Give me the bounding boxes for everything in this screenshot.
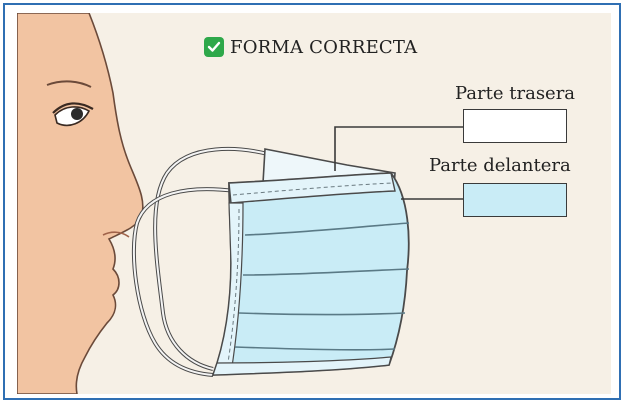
eye-iris — [71, 108, 83, 120]
illustration-panel: FORMA CORRECTA Parte trasera Parte delan… — [17, 13, 611, 394]
figure-frame: FORMA CORRECTA Parte trasera Parte delan… — [3, 3, 621, 400]
label-parte-delantera: Parte delantera — [429, 155, 571, 176]
mask-pleat — [238, 312, 406, 316]
diagram-title: FORMA CORRECTA — [230, 36, 418, 58]
eyelid — [52, 102, 94, 114]
swatch-parte-trasera — [463, 109, 567, 143]
ear-loop-front — [131, 187, 236, 377]
label-parte-trasera: Parte trasera — [455, 83, 576, 104]
mask-bottom-band — [212, 356, 392, 376]
mask-illustration — [17, 13, 463, 394]
checkmark-icon — [204, 37, 224, 57]
leader-line-back — [334, 126, 463, 171]
nostril — [102, 231, 130, 238]
face-profile — [17, 13, 144, 394]
title-row: FORMA CORRECTA — [204, 35, 417, 59]
eyebrow — [46, 80, 92, 88]
mask-pleat — [242, 268, 410, 276]
mask-pleat — [244, 222, 410, 236]
mask-pleat — [234, 346, 396, 351]
swatch-parte-delantera — [463, 183, 567, 217]
